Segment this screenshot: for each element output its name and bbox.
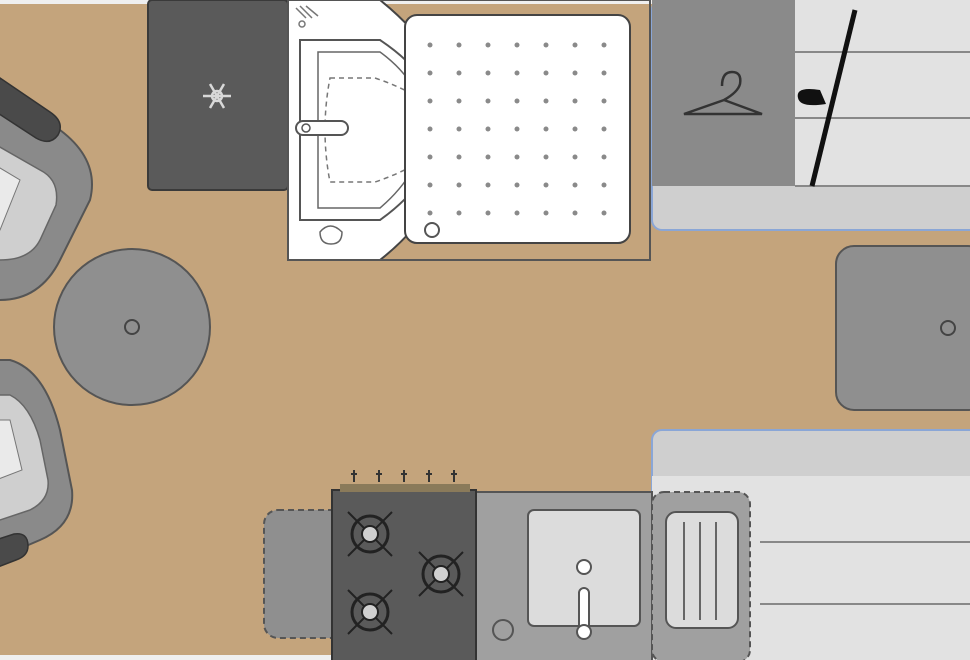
shower-dot — [485, 210, 491, 216]
lamp-icon — [797, 9, 858, 187]
shower-dot — [543, 182, 549, 188]
shower-dot — [485, 70, 491, 76]
shower-dot — [514, 70, 520, 76]
round-table — [53, 248, 211, 406]
drainer — [651, 491, 751, 660]
burner — [347, 511, 393, 557]
shower-dot — [456, 126, 462, 132]
shower-dot — [514, 154, 520, 160]
burner — [418, 551, 464, 597]
wardrobe — [652, 0, 858, 187]
shower-dot — [427, 182, 433, 188]
hob-knob — [401, 470, 407, 482]
shower-dot — [601, 182, 607, 188]
shower-dot — [601, 210, 607, 216]
shower-dot — [456, 70, 462, 76]
snowflake-icon — [203, 83, 231, 109]
shower-dot — [543, 42, 549, 48]
shower-dot — [543, 210, 549, 216]
shower-dot — [427, 42, 433, 48]
tap-icon — [295, 5, 319, 28]
shower-dot — [601, 42, 607, 48]
shower-dot — [427, 126, 433, 132]
shower-dot — [427, 98, 433, 104]
shower-dot — [514, 126, 520, 132]
drain — [424, 222, 440, 238]
shower-dot — [572, 70, 578, 76]
shower-dot — [485, 98, 491, 104]
burner — [347, 589, 393, 635]
kitchen-sink — [527, 509, 641, 640]
shower-dot — [456, 182, 462, 188]
shower-dot — [514, 210, 520, 216]
hob-knob — [351, 470, 357, 482]
hob-knob — [451, 470, 457, 482]
shower-dot — [572, 210, 578, 216]
shower-dot — [427, 154, 433, 160]
armchair-bottom — [0, 359, 74, 568]
shower-dot — [601, 70, 607, 76]
shower-dot — [543, 70, 549, 76]
hob-knob — [376, 470, 382, 482]
fridge — [147, 0, 289, 191]
hanger-icon — [683, 70, 763, 116]
hob-burners — [347, 511, 464, 635]
shower-dot — [572, 98, 578, 104]
hob-knob — [426, 470, 432, 482]
shower-dot — [485, 42, 491, 48]
shower-dots — [427, 42, 607, 216]
shower-dot — [485, 126, 491, 132]
shower-dot — [485, 182, 491, 188]
shower-dot — [601, 154, 607, 160]
shower-dot — [427, 210, 433, 216]
hob-knobs — [351, 470, 457, 482]
shower-dot — [514, 182, 520, 188]
shower-dot — [456, 154, 462, 160]
armchair-top — [0, 77, 93, 301]
shower-dot — [514, 42, 520, 48]
top-wall — [0, 0, 970, 4]
shower-dot — [601, 98, 607, 104]
shower-dot — [543, 98, 549, 104]
side-table — [835, 245, 970, 411]
shower-dot — [456, 210, 462, 216]
hob — [331, 470, 477, 660]
shower-dot — [427, 70, 433, 76]
shower-dot — [485, 154, 491, 160]
shower-dot — [543, 154, 549, 160]
shower-dot — [572, 42, 578, 48]
shower-dot — [543, 126, 549, 132]
shower-dot — [601, 126, 607, 132]
shower-dot — [572, 126, 578, 132]
shower-tray — [404, 14, 631, 244]
shower-dot — [572, 154, 578, 160]
bathroom-outline — [287, 0, 651, 261]
shower-dot — [456, 42, 462, 48]
shower-dot — [572, 182, 578, 188]
shower-dot — [456, 98, 462, 104]
shower-dot — [514, 98, 520, 104]
